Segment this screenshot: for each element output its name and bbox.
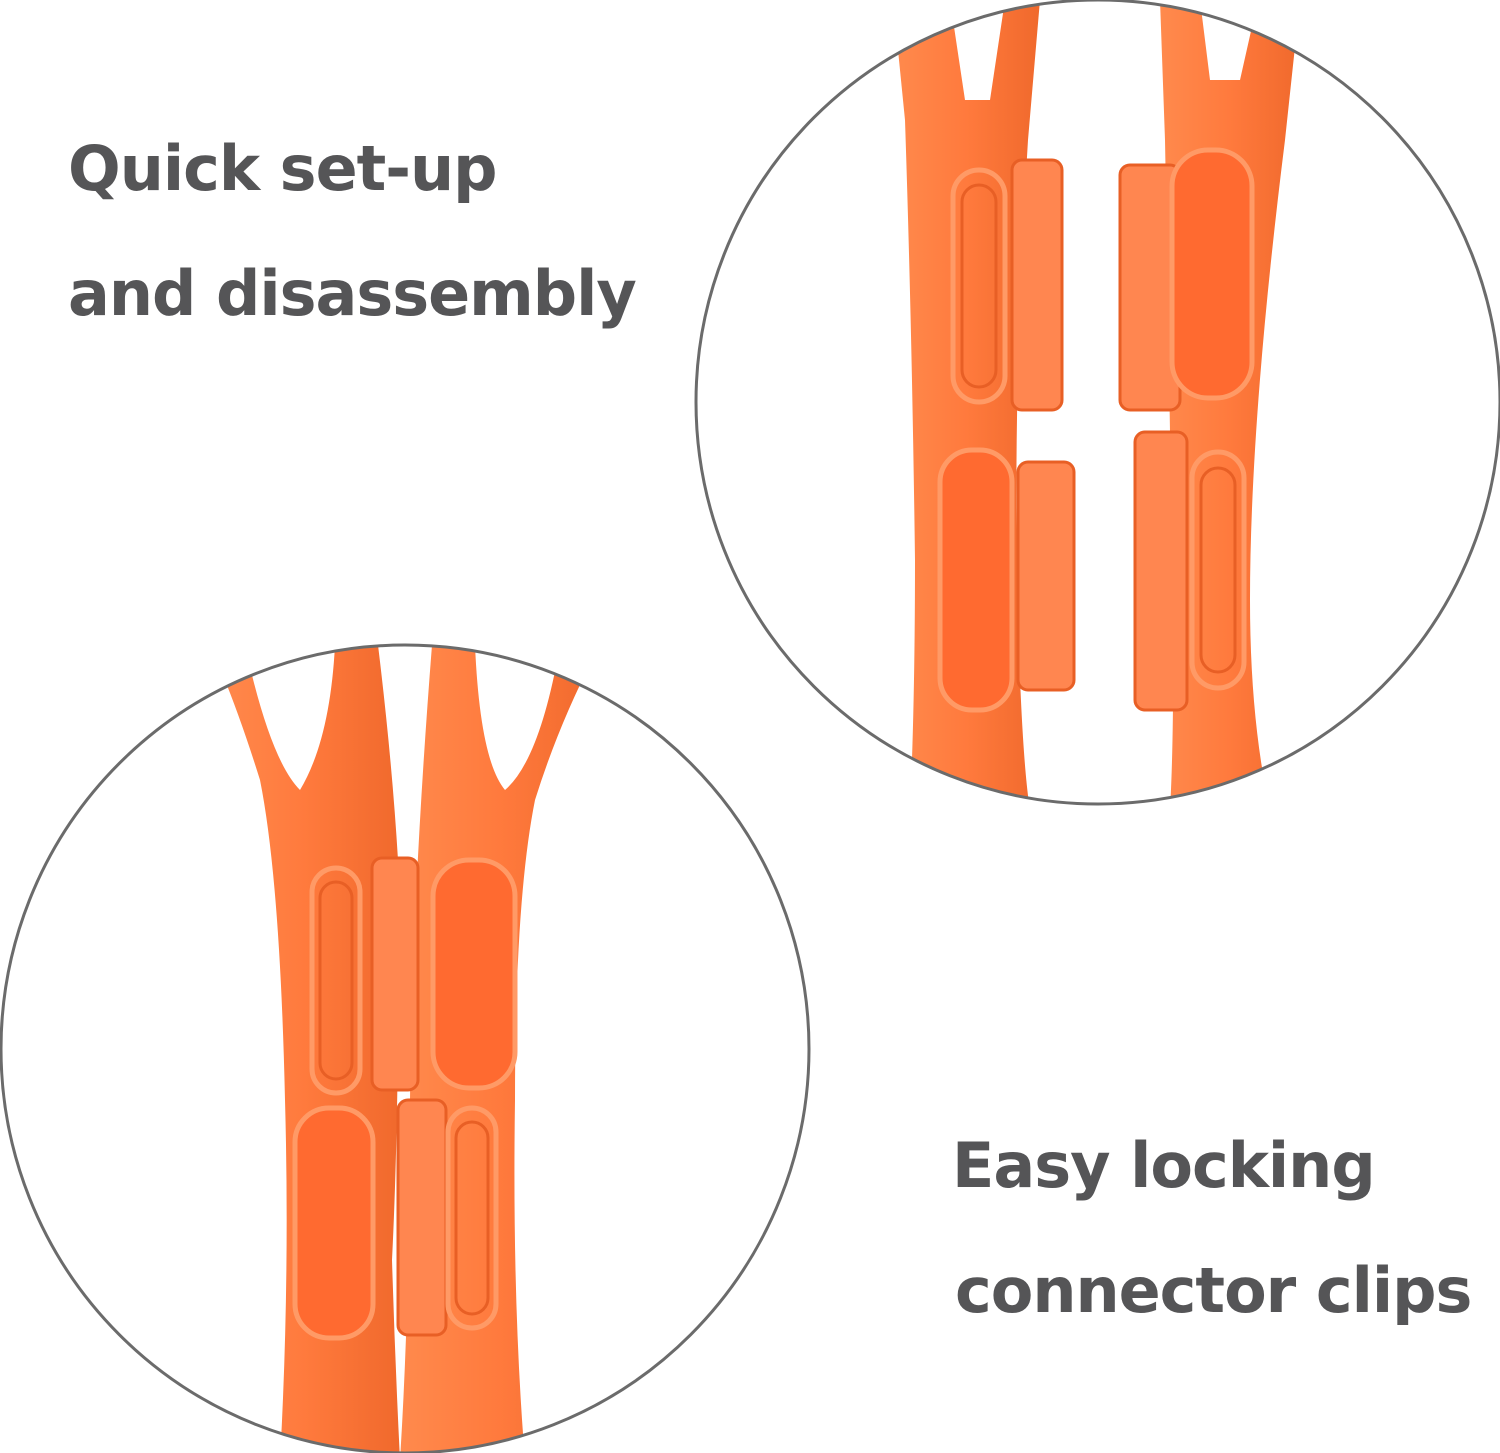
top-right-circle-border (694, 0, 1500, 806)
bottom-left-circle-border (0, 643, 811, 1453)
setup-caption-line-1: Quick set-up (68, 132, 498, 205)
locking-caption-line-1: Easy locking (952, 1129, 1376, 1202)
locking-caption-line-2: connector clips (955, 1254, 1472, 1327)
top-right-detail-image (696, 0, 1500, 804)
setup-caption-line-2: and disassembly (68, 257, 637, 330)
bottom-left-detail-image (1, 645, 809, 1453)
